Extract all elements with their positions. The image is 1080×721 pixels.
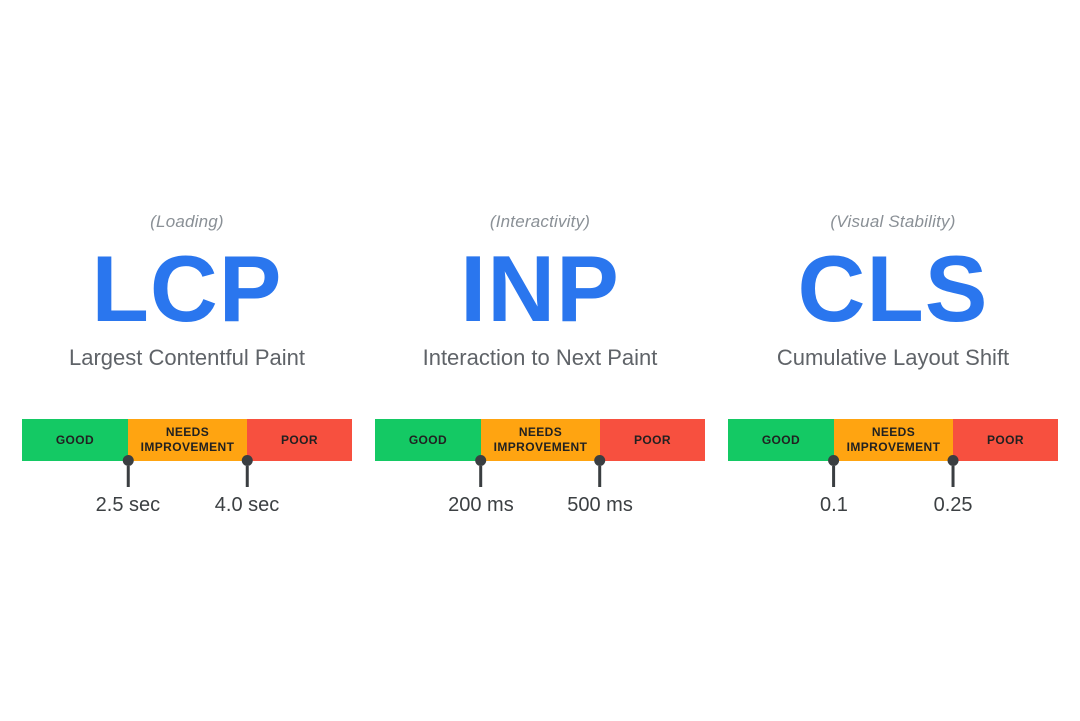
marker-dot — [241, 455, 253, 467]
segment-needs-improvement: NEEDS IMPROVEMENT — [127, 419, 248, 462]
rating-scale-bar: GOOD NEEDS IMPROVEMENT POOR — [22, 419, 352, 462]
threshold-marker-poor-min: 500 ms — [567, 455, 633, 517]
threshold-value: 500 ms — [567, 494, 633, 517]
metric-acronym: LCP — [91, 236, 283, 341]
metric-card-cls: (Visual Stability) CLS Cumulative Layout… — [728, 0, 1058, 516]
threshold-marker-good-max: 2.5 sec — [95, 455, 161, 517]
rating-scale: GOOD NEEDS IMPROVEMENT POOR 2.5 sec 4.0 … — [22, 419, 352, 516]
threshold-marker-good-max: 0.1 — [820, 455, 848, 517]
segment-needs-improvement: NEEDS IMPROVEMENT — [833, 419, 954, 462]
marker-dot — [947, 455, 959, 467]
threshold-value: 4.0 sec — [214, 494, 280, 517]
threshold-value: 200 ms — [448, 494, 514, 517]
rating-scale-bar: GOOD NEEDS IMPROVEMENT POOR — [375, 419, 705, 462]
metric-full-name: Interaction to Next Paint — [422, 345, 658, 371]
marker-dot — [594, 455, 606, 467]
metric-card-lcp: (Loading) LCP Largest Contentful Paint G… — [22, 0, 352, 516]
metrics-row: (Loading) LCP Largest Contentful Paint G… — [22, 0, 1058, 516]
segment-poor: POOR — [600, 419, 705, 462]
marker-dot — [828, 455, 840, 467]
marker-stem — [479, 466, 483, 488]
marker-dot — [475, 455, 487, 467]
marker-stem — [126, 466, 130, 488]
marker-stem — [245, 466, 249, 488]
marker-stem — [832, 466, 836, 488]
rating-scale: GOOD NEEDS IMPROVEMENT POOR 200 ms 500 m… — [375, 419, 705, 516]
threshold-value: 2.5 sec — [95, 494, 161, 517]
segment-poor: POOR — [247, 419, 352, 462]
segment-good: GOOD — [22, 419, 128, 462]
threshold-value: 0.1 — [820, 494, 848, 517]
segment-good: GOOD — [375, 419, 481, 462]
segment-needs-improvement: NEEDS IMPROVEMENT — [480, 419, 601, 462]
threshold-marker-poor-min: 4.0 sec — [214, 455, 280, 517]
marker-stem — [598, 466, 602, 488]
metric-full-name: Largest Contentful Paint — [68, 345, 306, 371]
rating-scale-bar: GOOD NEEDS IMPROVEMENT POOR — [728, 419, 1058, 462]
segment-poor: POOR — [953, 419, 1058, 462]
rating-scale: GOOD NEEDS IMPROVEMENT POOR 0.1 0.25 — [728, 419, 1058, 516]
threshold-marker-poor-min: 0.25 — [933, 455, 973, 517]
marker-dot — [122, 455, 134, 467]
segment-good: GOOD — [728, 419, 834, 462]
marker-stem — [951, 466, 955, 488]
threshold-marker-good-max: 200 ms — [448, 455, 514, 517]
category-label: (Visual Stability) — [830, 212, 956, 231]
metric-acronym: INP — [460, 236, 620, 341]
metric-acronym: CLS — [797, 236, 989, 341]
threshold-value: 0.25 — [933, 494, 973, 517]
category-label: (Interactivity) — [489, 212, 591, 231]
metric-card-inp: (Interactivity) INP Interaction to Next … — [375, 0, 705, 516]
category-label: (Loading) — [150, 212, 224, 231]
metric-full-name: Cumulative Layout Shift — [776, 345, 1010, 371]
